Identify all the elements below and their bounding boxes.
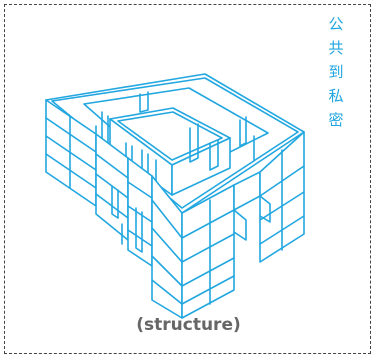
vertical-char: 私 — [328, 87, 344, 105]
vertical-char: 公 — [328, 15, 344, 33]
vertical-title: 公 共 到 私 密 — [325, 12, 347, 132]
vertical-char: 共 — [328, 39, 344, 57]
left-notch-details — [111, 185, 143, 253]
gate-opening — [233, 171, 261, 211]
gate-details — [233, 195, 271, 241]
dashed-frame — [4, 4, 371, 354]
right-face-courses — [181, 149, 305, 305]
vertical-char: 密 — [328, 111, 344, 129]
vertical-char: 到 — [328, 63, 344, 81]
caption: (structure) — [136, 315, 241, 335]
outer-right-face-a — [181, 184, 235, 319]
inner-tower-top-inner — [117, 111, 223, 161]
